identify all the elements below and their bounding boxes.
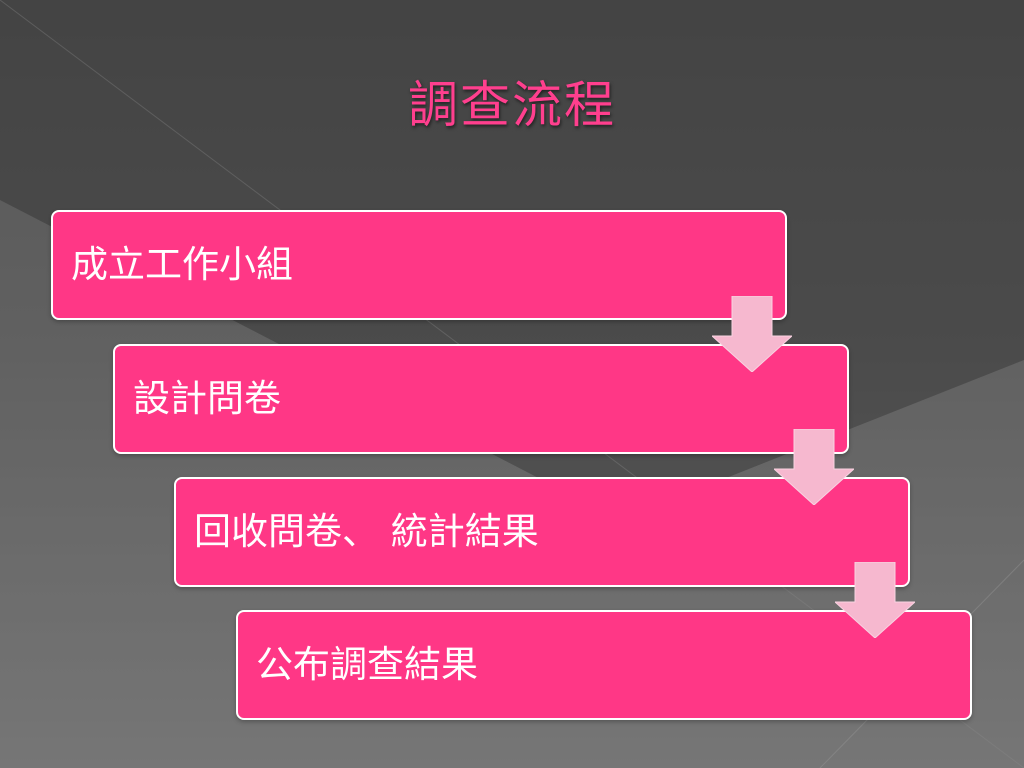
flow-step-1: 成立工作小組: [51, 210, 787, 320]
flow-step-1-label: 成立工作小組: [71, 243, 293, 286]
flow-step-3: 回收問卷、 統計結果: [174, 477, 910, 587]
flow-step-2: 設計問卷: [113, 344, 849, 454]
flow-step-3-label: 回收問卷、 統計結果: [194, 510, 539, 553]
down-arrow-icon: [774, 429, 854, 505]
flow-step-4: 公布調查結果: [236, 610, 972, 720]
flow-step-4-label: 公布調查結果: [256, 643, 478, 686]
down-arrow-icon: [712, 296, 792, 372]
flow-step-2-label: 設計問卷: [133, 377, 281, 420]
down-arrow-icon: [835, 562, 915, 638]
slide-title: 調查流程: [408, 76, 616, 134]
